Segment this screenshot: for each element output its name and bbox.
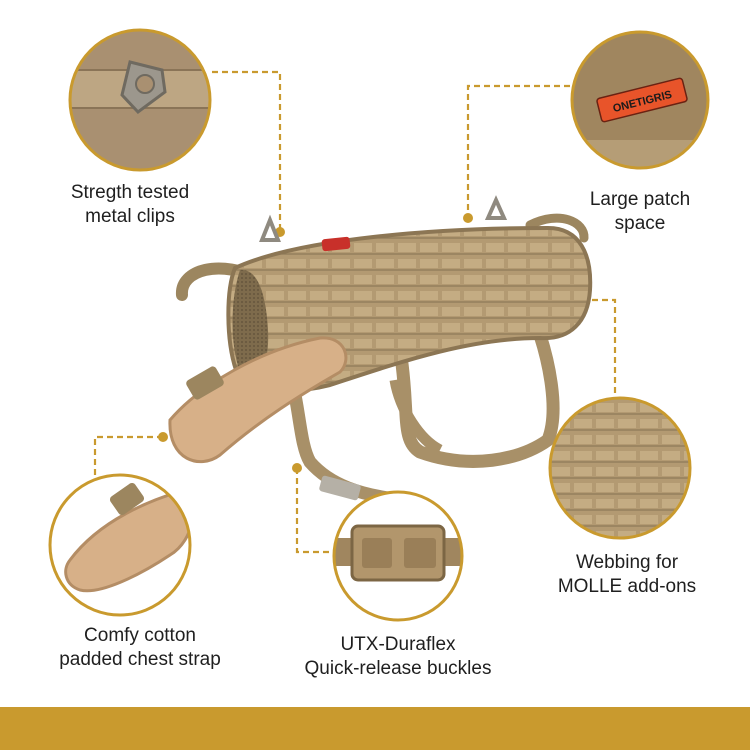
leader-line-clips bbox=[212, 70, 282, 232]
callout-circle-clips bbox=[70, 30, 210, 170]
harness-illustration bbox=[168, 195, 593, 507]
callout-clips-line2: metal clips bbox=[85, 206, 175, 227]
harness-chest-pad bbox=[168, 336, 348, 464]
leader-line-patch bbox=[466, 84, 570, 218]
callout-chest-line1: Comfy cotton bbox=[84, 625, 196, 646]
callout-webbing-line1: Webbing for bbox=[575, 552, 679, 573]
leader-line-buckle bbox=[295, 468, 335, 554]
callout-circle-buckle bbox=[334, 492, 462, 620]
callout-label-clips: Stregth tested metal clips bbox=[45, 181, 215, 229]
callout-patch-line1: Large patch bbox=[589, 189, 691, 210]
callout-patch-line2: space bbox=[614, 213, 666, 234]
callout-label-webbing: Webbing for MOLLE add-ons bbox=[537, 551, 717, 599]
callout-label-patch: Large patch space bbox=[565, 188, 715, 236]
callout-webbing-line2: MOLLE add-ons bbox=[557, 576, 697, 597]
callout-chest-line2: padded chest strap bbox=[59, 649, 221, 670]
callout-label-chest: Comfy cotton padded chest strap bbox=[45, 624, 235, 672]
callout-label-buckle: UTX-Duraflex Quick-release buckles bbox=[293, 633, 503, 681]
callout-circle-webbing bbox=[550, 398, 690, 538]
patch-label bbox=[596, 77, 688, 123]
callout-circle-chest bbox=[50, 475, 190, 615]
callout-buckle-line2: Quick-release buckles bbox=[304, 658, 492, 679]
bottom-accent-bar bbox=[0, 707, 750, 750]
leader-dot-patch bbox=[463, 213, 473, 223]
callout-clips-line1: Stregth tested bbox=[70, 182, 190, 203]
leader-dot-buckle bbox=[292, 463, 302, 473]
leader-dot-chest bbox=[158, 432, 168, 442]
callout-buckle-line1: UTX-Duraflex bbox=[340, 634, 456, 655]
